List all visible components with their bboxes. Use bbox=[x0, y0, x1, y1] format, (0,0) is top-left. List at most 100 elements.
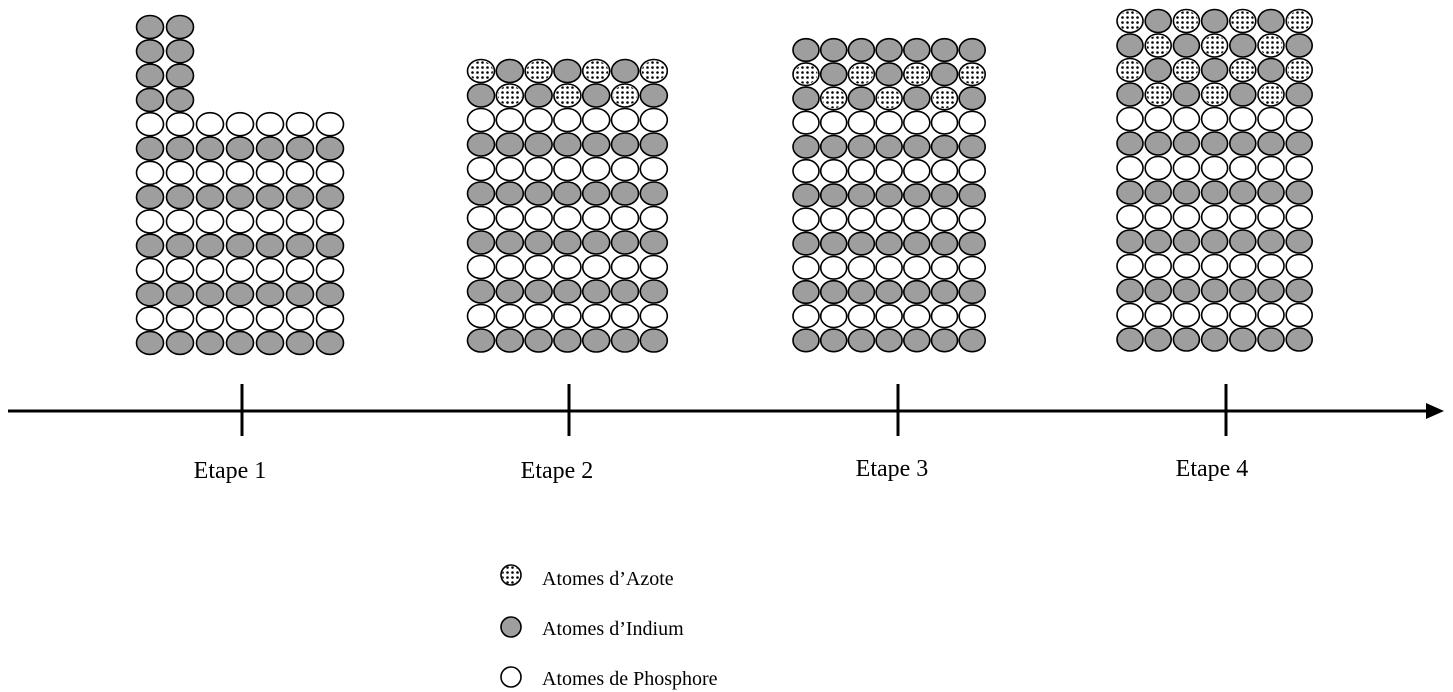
phosphorus-atom bbox=[1257, 302, 1285, 328]
nitrogen-atom-dots bbox=[1174, 60, 1198, 80]
indium-atom bbox=[875, 279, 903, 305]
indium-atom bbox=[1200, 57, 1229, 83]
phosphorus-atom bbox=[315, 209, 345, 234]
indium-atom bbox=[1285, 327, 1313, 352]
nitrogen-atom-dots bbox=[1118, 60, 1142, 80]
phosphorus-atom bbox=[1200, 155, 1229, 181]
indium-atom bbox=[581, 83, 611, 108]
phosphorus-atom bbox=[930, 207, 959, 232]
indium-atom bbox=[958, 231, 987, 256]
indium-atom bbox=[1257, 229, 1285, 254]
phosphorus-atom bbox=[1116, 204, 1144, 230]
indium-atom bbox=[255, 233, 285, 258]
phosphorus-atom bbox=[466, 107, 496, 133]
phosphorus-atom bbox=[495, 205, 525, 231]
nitrogen-atom-dots bbox=[584, 61, 609, 81]
phosphorus-atom bbox=[792, 110, 820, 135]
indium-atom bbox=[285, 281, 315, 307]
indium-atom bbox=[639, 132, 669, 157]
phosphorus-atom bbox=[524, 254, 553, 280]
nitrogen-atom-dots bbox=[1146, 35, 1170, 56]
indium-atom bbox=[610, 181, 640, 206]
phosphorus-atom bbox=[165, 111, 195, 137]
indium-atom bbox=[639, 83, 669, 108]
indium-atom bbox=[1285, 278, 1313, 303]
phosphorus-atom bbox=[610, 254, 640, 280]
indium-atom bbox=[165, 87, 195, 113]
phosphorus-atom bbox=[792, 255, 820, 280]
nitrogen-atom-dots bbox=[1174, 11, 1198, 31]
phosphorus-atom bbox=[285, 111, 315, 137]
step-1-atom-stack bbox=[135, 14, 345, 356]
phosphorus-atom bbox=[1144, 204, 1172, 230]
indium-atom bbox=[819, 37, 848, 63]
indium-atom bbox=[1229, 180, 1257, 205]
indium-atom bbox=[495, 328, 525, 353]
indium-atom bbox=[819, 134, 848, 159]
indium-atom bbox=[847, 37, 876, 63]
indium-atom bbox=[875, 62, 903, 87]
phosphorus-atom bbox=[553, 303, 582, 329]
phosphorus-atom bbox=[875, 304, 903, 329]
indium-atom bbox=[875, 134, 903, 159]
indium-atom bbox=[875, 231, 903, 256]
phosphorus-atom bbox=[639, 205, 669, 231]
indium-atom bbox=[792, 183, 820, 208]
indium-atom bbox=[1172, 33, 1201, 58]
indium-atom bbox=[135, 184, 165, 210]
indium-atom bbox=[792, 279, 820, 305]
phosphorus-atom bbox=[1172, 106, 1201, 132]
phosphorus-atom bbox=[1144, 155, 1172, 181]
phosphorus-atom bbox=[165, 257, 195, 283]
timeline-arrowhead bbox=[1426, 403, 1444, 419]
indium-atom bbox=[1285, 229, 1313, 254]
phosphorus-atom bbox=[930, 158, 959, 184]
indium-atom bbox=[553, 230, 582, 255]
phosphorus-atom bbox=[285, 209, 315, 234]
stacks bbox=[135, 8, 1313, 356]
phosphorus-atom bbox=[1172, 204, 1201, 230]
phosphorus-atom bbox=[1116, 253, 1144, 279]
indium-atom bbox=[902, 183, 931, 208]
phosphorus-atom bbox=[930, 110, 959, 135]
step-label-4: Etape 4 bbox=[1176, 456, 1249, 482]
legend: Atomes d’Azote Atomes d’Indium Atomes de… bbox=[500, 564, 718, 690]
phosphorus-atom bbox=[1144, 253, 1172, 279]
indium-atom bbox=[1257, 131, 1285, 156]
phosphorus-atom bbox=[135, 209, 165, 234]
indium-atom bbox=[285, 184, 315, 210]
indium-atom bbox=[255, 330, 285, 356]
indium-atom bbox=[165, 233, 195, 258]
phosphorus-atom bbox=[847, 255, 876, 280]
indium-atom bbox=[930, 183, 959, 208]
phosphorus-atom bbox=[1285, 253, 1313, 279]
indium-atom bbox=[1200, 131, 1229, 156]
indium-atom bbox=[225, 184, 255, 210]
indium-atom bbox=[1116, 33, 1144, 58]
indium-atom bbox=[1116, 131, 1144, 156]
nitrogen-atom-dots bbox=[1259, 84, 1283, 105]
phosphorus-atom bbox=[819, 207, 848, 232]
phosphorus-atom bbox=[1285, 204, 1313, 230]
phosphorus-atom bbox=[847, 207, 876, 232]
indium-atom bbox=[1229, 82, 1257, 107]
indium-atom bbox=[255, 281, 285, 307]
phosphorus-atom bbox=[285, 257, 315, 283]
phosphorus-atom bbox=[610, 156, 640, 182]
indium-atom bbox=[792, 328, 820, 353]
indium-atom bbox=[466, 328, 496, 353]
indium-atom bbox=[792, 86, 820, 111]
phosphorus-atom bbox=[958, 207, 987, 232]
indium-atom bbox=[315, 184, 345, 210]
indium-atom bbox=[1172, 131, 1201, 156]
indium-atom bbox=[524, 181, 553, 206]
nitrogen-atom-dots bbox=[905, 64, 929, 84]
indium-atom bbox=[1200, 229, 1229, 254]
indium-atom bbox=[847, 134, 876, 159]
indium-atom bbox=[1172, 82, 1201, 107]
indium-atom bbox=[847, 279, 876, 305]
phosphorus-atom bbox=[875, 158, 903, 184]
indium-atom bbox=[165, 14, 195, 40]
phosphorus-atom bbox=[819, 304, 848, 329]
